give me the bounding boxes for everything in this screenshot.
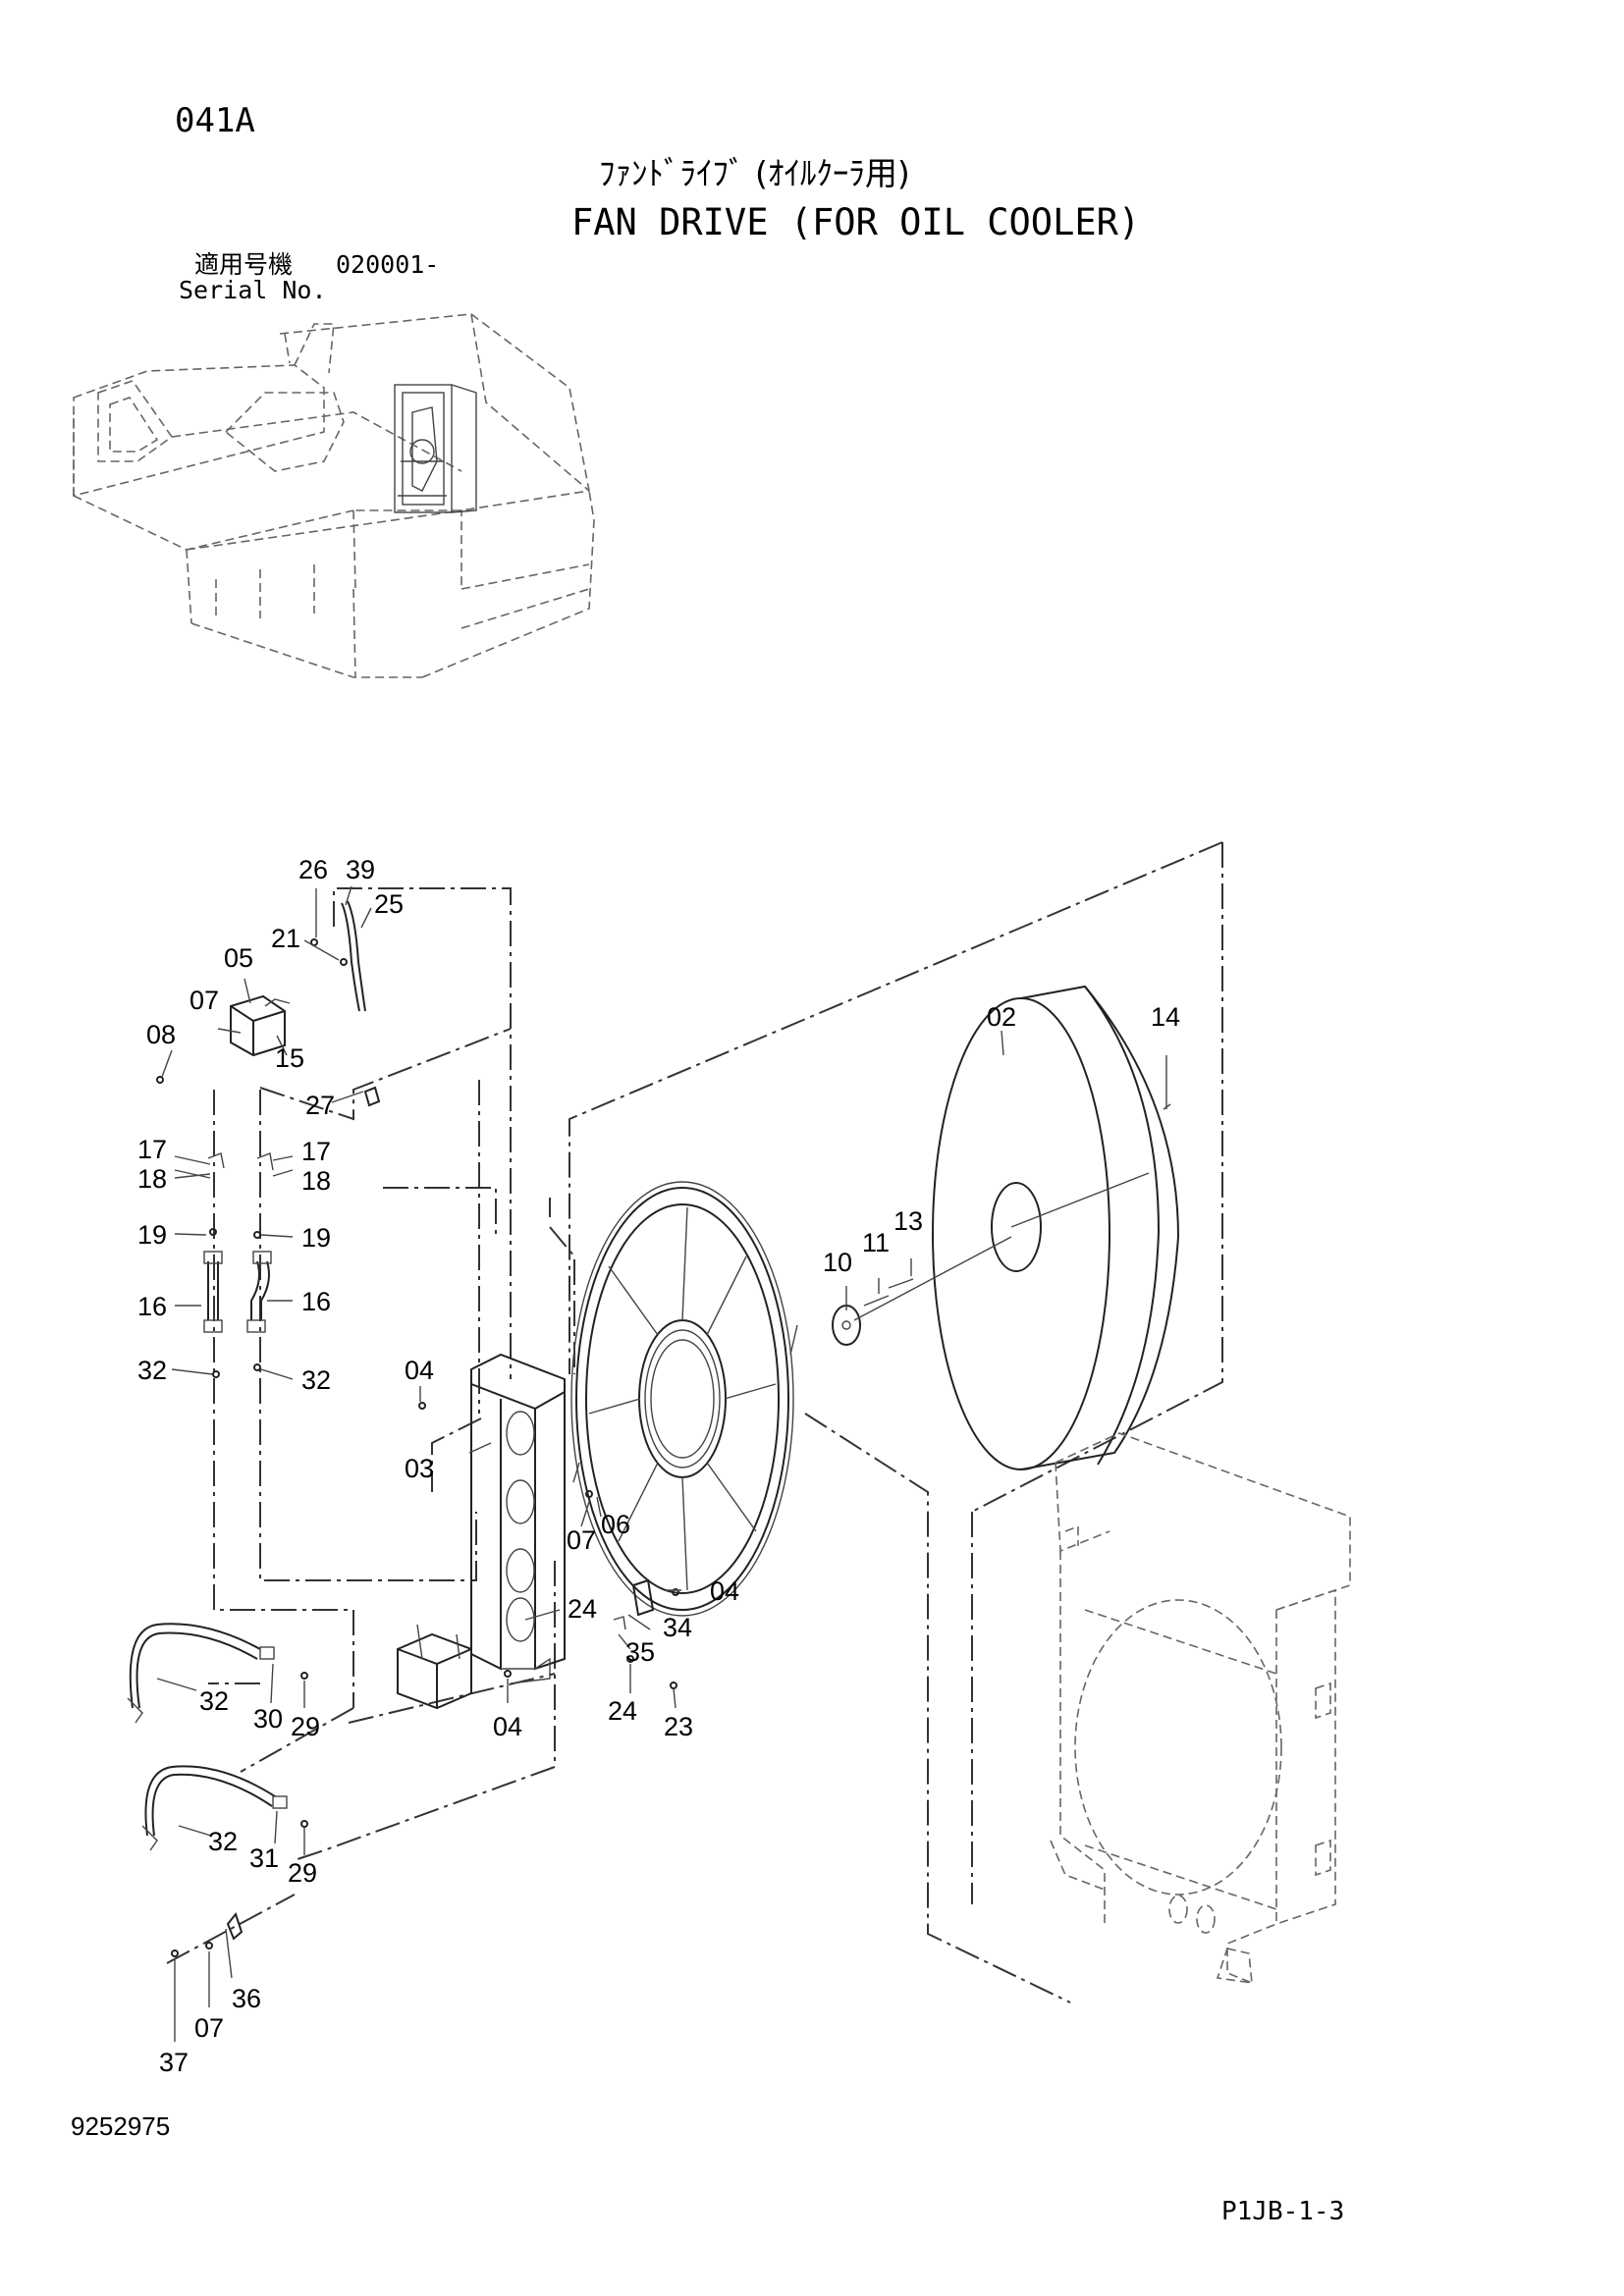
label-07-bottom: 07	[194, 2013, 224, 2043]
label-15: 15	[275, 1043, 304, 1073]
label-10: 10	[823, 1248, 852, 1277]
label-32-hose2: 32	[208, 1827, 238, 1856]
label-05: 05	[224, 943, 253, 973]
part-34-bracket	[613, 1578, 655, 1630]
label-04-bottom: 04	[493, 1712, 522, 1741]
label-14: 14	[1151, 1002, 1180, 1032]
label-24-bottom: 24	[608, 1696, 637, 1726]
label-29-bottom: 29	[288, 1858, 317, 1888]
label-29-top: 29	[291, 1712, 320, 1741]
serial-label-english: Serial No.	[179, 276, 327, 304]
document-number: 9252975	[71, 2111, 171, 2141]
parts-10-11-13-hub	[832, 1236, 1012, 1346]
label-04-top: 04	[405, 1356, 434, 1385]
radiator-housing	[1050, 1432, 1351, 1984]
label-03: 03	[405, 1454, 434, 1483]
part-05-valve-block	[230, 994, 291, 1057]
serial-number: 020001-	[336, 250, 440, 279]
label-11: 11	[862, 1228, 890, 1257]
label-19-right: 19	[301, 1223, 331, 1253]
label-07: 07	[189, 986, 219, 1015]
label-32-left: 32	[137, 1356, 167, 1385]
label-34: 34	[663, 1613, 692, 1642]
excavator-overview-sketch	[73, 313, 595, 678]
label-23: 23	[664, 1712, 693, 1741]
label-35: 35	[625, 1637, 655, 1667]
label-37: 37	[159, 2048, 189, 2077]
part-03-bracket-frame	[470, 1353, 566, 1684]
sheet-reference: P1JB-1-3	[1221, 2197, 1345, 2226]
label-04-right: 04	[710, 1576, 739, 1606]
fan-guard-wheel	[570, 1181, 798, 1617]
label-27: 27	[305, 1091, 335, 1120]
label-32-right: 32	[301, 1365, 331, 1395]
label-24-mid: 24	[568, 1594, 597, 1624]
label-31: 31	[249, 1843, 279, 1873]
page-code: 041A	[175, 101, 255, 140]
manifold-block	[397, 1624, 472, 1710]
label-19-left: 19	[137, 1220, 167, 1250]
label-16-left: 16	[137, 1292, 167, 1321]
label-18-right: 18	[301, 1166, 331, 1196]
part-number-labels: 26 39 25 21 05 07 08 15 27 17 17 18 18 1…	[137, 855, 1180, 2077]
title-japanese: ﾌｧﾝﾄﾞﾗｲﾌﾞ (ｵｲﾙｸｰﾗ用)	[599, 154, 910, 192]
label-06: 06	[601, 1510, 630, 1539]
title-english: FAN DRIVE (FOR OIL COOLER)	[571, 201, 1141, 243]
part-02-fan-guard-ring	[932, 985, 1180, 1470]
label-07-mid: 07	[567, 1525, 596, 1555]
label-13: 13	[893, 1206, 923, 1236]
label-21: 21	[271, 924, 300, 953]
assembly-leader-lines	[166, 841, 1223, 2003]
label-32-hose1: 32	[199, 1686, 229, 1716]
label-16-right: 16	[301, 1287, 331, 1316]
part-39-small-hose	[341, 900, 366, 1012]
label-36: 36	[232, 1984, 261, 2013]
label-26: 26	[298, 855, 328, 884]
label-18-left: 18	[137, 1164, 167, 1194]
label-17-left: 17	[137, 1135, 167, 1164]
label-02: 02	[987, 1002, 1016, 1032]
label-30: 30	[253, 1704, 283, 1734]
label-25: 25	[374, 889, 404, 919]
label-17-right: 17	[301, 1137, 331, 1166]
label-08: 08	[146, 1020, 176, 1049]
fasteners	[156, 938, 679, 1957]
label-39: 39	[346, 855, 375, 884]
parts-30-31-long-hoses	[127, 1623, 288, 1851]
parts-16-hoses	[203, 1152, 274, 1333]
serial-label-japanese: 適用号機	[194, 250, 294, 279]
label-leader-lines	[156, 885, 1167, 2042]
